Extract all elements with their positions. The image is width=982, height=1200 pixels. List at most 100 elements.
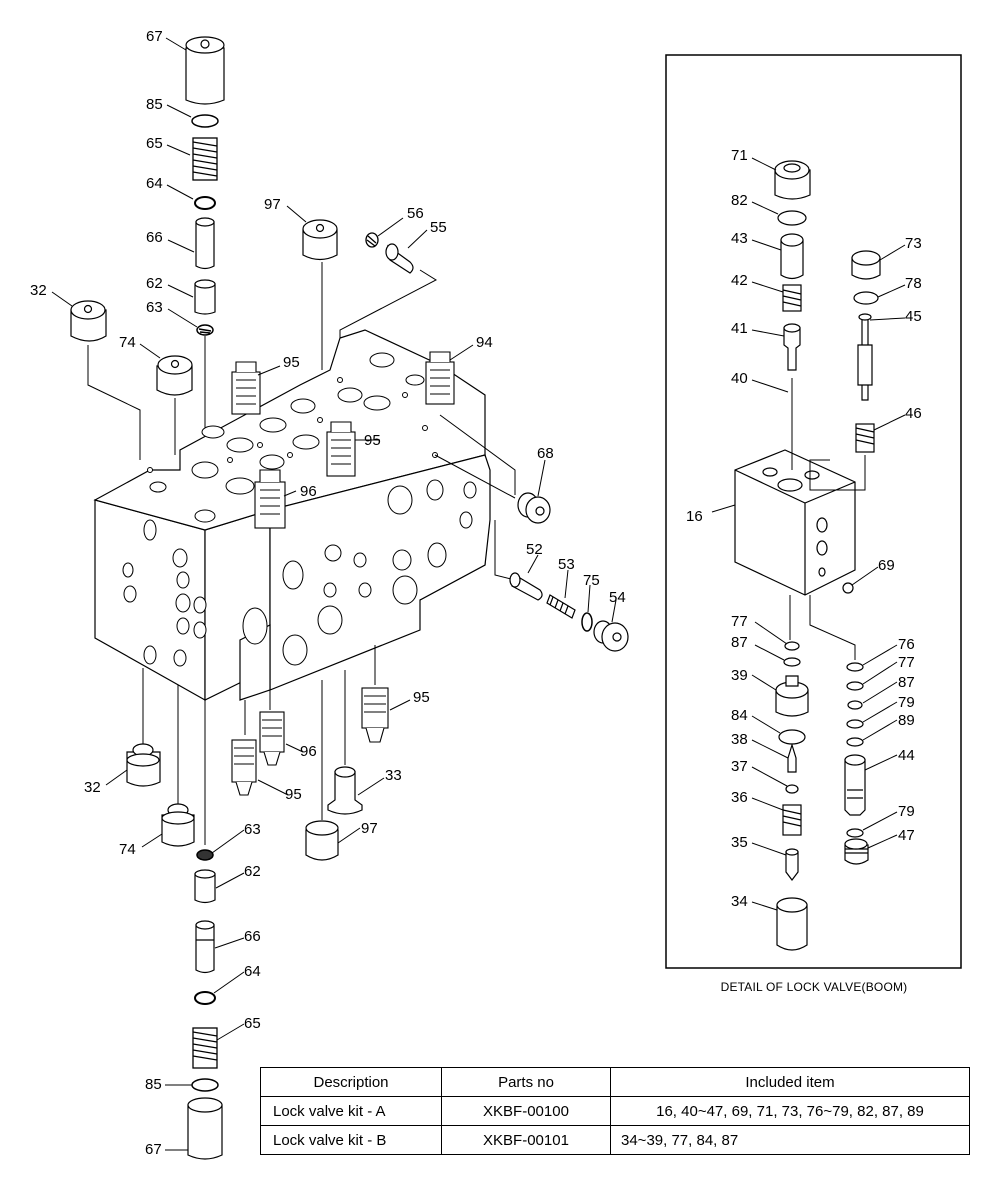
cap-97-bottom [305, 820, 339, 861]
callout-85-bottom: 85 [145, 1076, 162, 1093]
callout-89: 89 [898, 712, 915, 729]
callout-16: 16 [686, 508, 703, 525]
relief-valves-top [231, 351, 455, 529]
callout-64-bottom: 64 [244, 963, 261, 980]
callout-65-top: 65 [146, 135, 163, 152]
kit-b-parts-no: XKBF-00101 [441, 1125, 611, 1155]
plug-67-bottom [187, 1097, 223, 1160]
callout-66-top: 66 [146, 229, 163, 246]
kit-b-description: Lock valve kit - B [260, 1125, 442, 1155]
cap-32-top [70, 300, 107, 342]
callout-96-b: 96 [300, 743, 317, 760]
cap-32-bottom [126, 743, 161, 787]
oring-85-top [191, 114, 219, 128]
callout-87-b: 87 [898, 674, 915, 691]
callout-97-top: 97 [264, 196, 281, 213]
poppet-66-top [195, 217, 215, 270]
callout-78: 78 [905, 275, 922, 292]
kit-table-header-row: Description Parts no Included item [260, 1067, 970, 1097]
callout-42: 42 [731, 272, 748, 289]
header-included-item: Included item [610, 1067, 970, 1097]
callout-35: 35 [731, 834, 748, 851]
callout-67-bottom: 67 [145, 1141, 162, 1158]
callout-40: 40 [731, 370, 748, 387]
callout-95-b: 95 [364, 432, 381, 449]
oring-75 [581, 612, 593, 632]
callout-68: 68 [537, 445, 554, 462]
oring-85-bottom [191, 1078, 219, 1092]
callout-74-bottom: 74 [119, 841, 136, 858]
cap-74-top [156, 355, 193, 396]
callout-54: 54 [609, 589, 626, 606]
sleeve-62-bottom [194, 869, 216, 904]
callout-65-bottom: 65 [244, 1015, 261, 1032]
poppet-52 [509, 572, 543, 601]
callout-77-b: 77 [898, 654, 915, 671]
spring-53 [546, 594, 576, 619]
cap-97-top [302, 219, 338, 261]
callout-38: 38 [731, 731, 748, 748]
table-row: Lock valve kit - B XKBF-00101 34~39, 77,… [260, 1125, 970, 1155]
callout-95-c: 95 [413, 689, 430, 706]
detail-caption: DETAIL OF LOCK VALVE(BOOM) [720, 980, 908, 994]
callout-84: 84 [731, 707, 748, 724]
filter-63-top [196, 324, 214, 336]
relief-valves-bottom [231, 687, 389, 796]
lock-valve-detail-frame [665, 54, 962, 969]
callout-62-bottom: 62 [244, 863, 261, 880]
callout-62-top: 62 [146, 275, 163, 292]
plug-55 [385, 243, 414, 274]
plug-54 [593, 620, 629, 652]
kit-a-description: Lock valve kit - A [260, 1096, 442, 1126]
callout-82: 82 [731, 192, 748, 209]
callout-75: 75 [583, 572, 600, 589]
cap-74-bottom [161, 803, 195, 847]
callout-56: 56 [407, 205, 424, 222]
callout-66-bottom: 66 [244, 928, 261, 945]
sleeve-62-top [194, 279, 216, 315]
callout-55: 55 [430, 219, 447, 236]
callout-95-a: 95 [283, 354, 300, 371]
callout-74-top: 74 [119, 334, 136, 351]
detail-parts [734, 160, 881, 951]
callout-67-top: 67 [146, 28, 163, 45]
callout-79-a: 79 [898, 694, 915, 711]
kit-a-parts-no: XKBF-00100 [441, 1096, 611, 1126]
callout-43: 43 [731, 230, 748, 247]
callout-37: 37 [731, 758, 748, 775]
callout-95-d: 95 [285, 786, 302, 803]
filter-63-bottom [196, 849, 214, 861]
callout-32-top: 32 [30, 282, 47, 299]
callout-47: 47 [898, 827, 915, 844]
callout-63-bottom: 63 [244, 821, 261, 838]
callout-79-b: 79 [898, 803, 915, 820]
callout-34: 34 [731, 893, 748, 910]
callout-45: 45 [905, 308, 922, 325]
header-parts-no: Parts no [441, 1067, 611, 1097]
callout-94: 94 [476, 334, 493, 351]
callout-44: 44 [898, 747, 915, 764]
callout-96-a: 96 [300, 483, 317, 500]
table-row: Lock valve kit - A XKBF-00100 16, 40~47,… [260, 1096, 970, 1126]
top-ports [147, 352, 438, 523]
callout-77-a: 77 [731, 613, 748, 630]
callout-87-a: 87 [731, 634, 748, 651]
kit-b-included: 34~39, 77, 84, 87 [610, 1125, 970, 1155]
spring-65-top [192, 137, 218, 181]
poppet-66-bottom [195, 920, 215, 974]
plug-67-top [185, 36, 225, 105]
callout-41: 41 [731, 320, 748, 337]
kit-a-included: 16, 40~47, 69, 71, 73, 76~79, 82, 87, 89 [610, 1096, 970, 1126]
callout-97-bottom: 97 [361, 820, 378, 837]
kit-table: Description Parts no Included item Lock … [260, 1067, 970, 1155]
callout-39: 39 [731, 667, 748, 684]
callout-69: 69 [878, 557, 895, 574]
washer-64-top [194, 196, 216, 210]
callout-73: 73 [905, 235, 922, 252]
callout-53: 53 [558, 556, 575, 573]
plug-33 [327, 766, 363, 815]
callout-36: 36 [731, 789, 748, 806]
side-ports-left [122, 479, 477, 667]
callout-63-top: 63 [146, 299, 163, 316]
